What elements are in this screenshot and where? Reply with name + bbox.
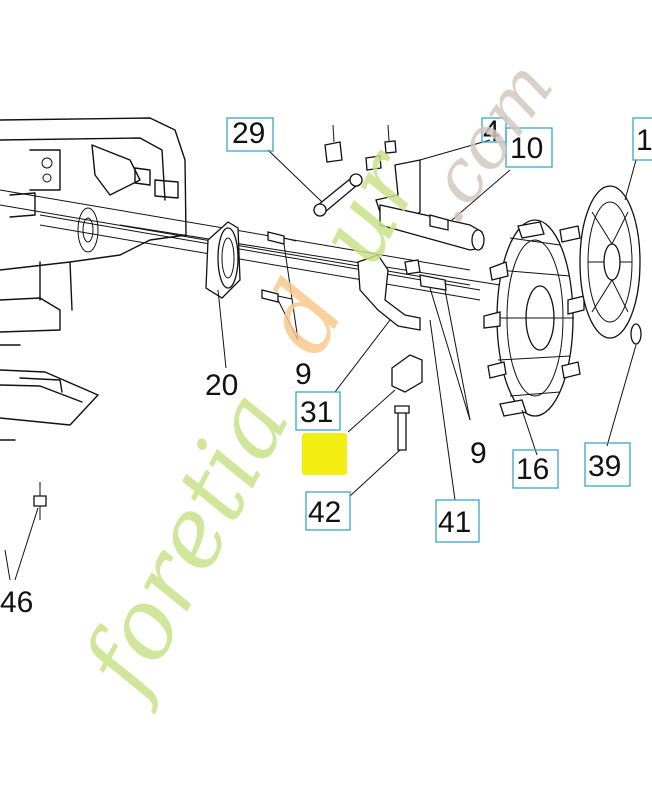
- watermark-mid: d: [239, 264, 367, 371]
- link-rod: [313, 124, 397, 217]
- callout-39: 39: [588, 450, 621, 483]
- callouts: 29 4 10 1 20 9 31 9 16 39 42 41 46: [0, 115, 652, 619]
- callout-9-right: 9: [470, 437, 487, 470]
- callout-16: 16: [516, 453, 549, 486]
- outer-disc: [579, 185, 641, 339]
- bolt-46: [33, 482, 47, 520]
- latch-block: [391, 354, 423, 451]
- callout-10: 10: [510, 132, 543, 165]
- callout-20: 20: [205, 369, 238, 402]
- callout-4: 4: [483, 115, 500, 148]
- highlight-marker: [302, 433, 347, 475]
- callout-9-left: 9: [295, 358, 312, 391]
- watermark-tail: ur: [293, 131, 445, 283]
- bearing-housing: [205, 221, 241, 299]
- callout-46: 46: [0, 586, 33, 619]
- callout-42: 42: [308, 496, 341, 529]
- callout-31: 31: [300, 396, 333, 429]
- callout-29: 29: [232, 117, 265, 150]
- leader-lines: [4, 139, 637, 581]
- watermark-main: foretia: [59, 373, 312, 716]
- callout-41: 41: [438, 506, 471, 539]
- flange-bracket: [357, 254, 447, 331]
- axle-shaft: [0, 189, 501, 301]
- washer: [630, 323, 642, 345]
- callout-1: 1: [636, 124, 652, 157]
- watermark: foretia d ur .com: [59, 46, 570, 716]
- frame-assembly: [0, 117, 187, 441]
- tine-wheel: [483, 219, 585, 417]
- gearbox-bracket: [375, 159, 485, 251]
